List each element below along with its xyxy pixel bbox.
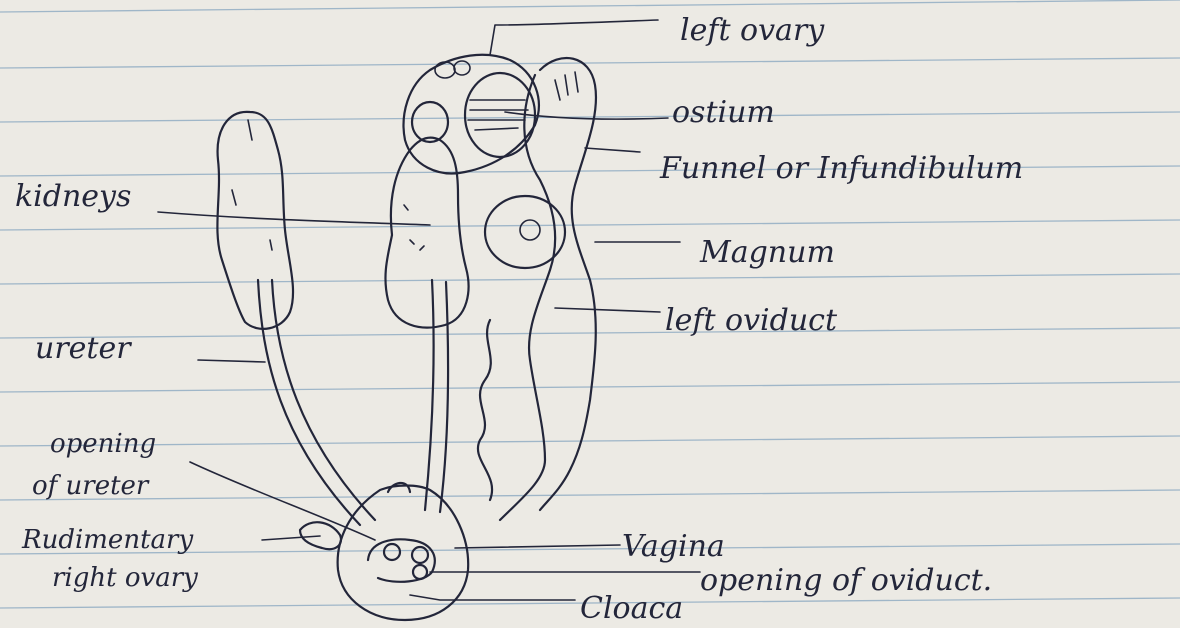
labels: left ovary ostium Funnel or Infundibulum… xyxy=(15,13,1023,626)
label-ostium: ostium xyxy=(672,95,775,130)
label-vagina: Vagina xyxy=(622,529,725,564)
label-opening-of-ureter-line1: opening xyxy=(50,429,156,459)
inner-ureter-drawing xyxy=(425,280,448,512)
oviduct-drawing xyxy=(478,58,596,520)
label-rudimentary-line1: Rudimentary xyxy=(21,525,193,555)
left-kidney-drawing xyxy=(217,112,293,329)
label-left-oviduct: left oviduct xyxy=(665,303,838,338)
label-left-ovary: left ovary xyxy=(680,13,825,48)
label-opening-of-ureter-line2: of ureter xyxy=(32,471,150,501)
label-magnum: Magnum xyxy=(699,235,835,270)
label-opening-of-oviduct: opening of oviduct. xyxy=(700,563,992,598)
ureter-drawing xyxy=(258,280,375,525)
label-rudimentary-line2: right ovary xyxy=(52,563,198,593)
ruled-lines xyxy=(0,0,1180,608)
label-ureter: ureter xyxy=(35,331,132,366)
label-kidneys: kidneys xyxy=(15,179,131,214)
label-cloaca: Cloaca xyxy=(580,591,683,626)
label-funnel: Funnel or Infundibulum xyxy=(659,151,1023,186)
